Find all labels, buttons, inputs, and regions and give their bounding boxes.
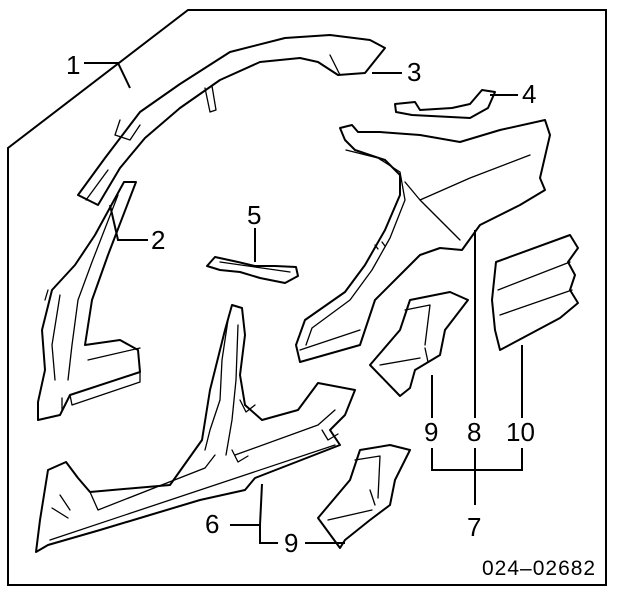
callout-8: 8 <box>467 417 481 447</box>
bracket-7 <box>431 448 523 505</box>
bracket-part-4 <box>394 89 496 119</box>
rear-quarter-panel-part-8 <box>295 119 551 363</box>
callout-9-lower: 9 <box>284 528 298 558</box>
leader-1 <box>84 62 131 89</box>
callout-6: 6 <box>205 509 219 539</box>
reinforcement-part-5 <box>206 256 299 284</box>
callout-3: 3 <box>407 57 421 87</box>
callout-7: 7 <box>467 512 481 542</box>
leader-lines <box>84 62 523 544</box>
a-pillar-part-2 <box>37 181 141 421</box>
wheel-arch-part-9-lower <box>317 444 411 549</box>
callout-1: 1 <box>66 50 80 80</box>
callout-9-upper: 9 <box>424 417 438 447</box>
reference-code: 024–02682 <box>482 557 596 580</box>
roof-rail-part <box>77 34 386 206</box>
callout-4: 4 <box>522 79 536 109</box>
bracket-9-lower <box>259 525 345 544</box>
side-frame-part-1 <box>35 304 356 553</box>
callout-2: 2 <box>151 225 165 255</box>
door-panel-part-10 <box>491 234 579 351</box>
diagram-frame <box>7 9 607 586</box>
callout-10: 10 <box>506 417 535 447</box>
callout-5: 5 <box>247 200 261 230</box>
leader-2 <box>109 204 148 241</box>
wheel-arch-part-9-upper <box>369 291 469 397</box>
